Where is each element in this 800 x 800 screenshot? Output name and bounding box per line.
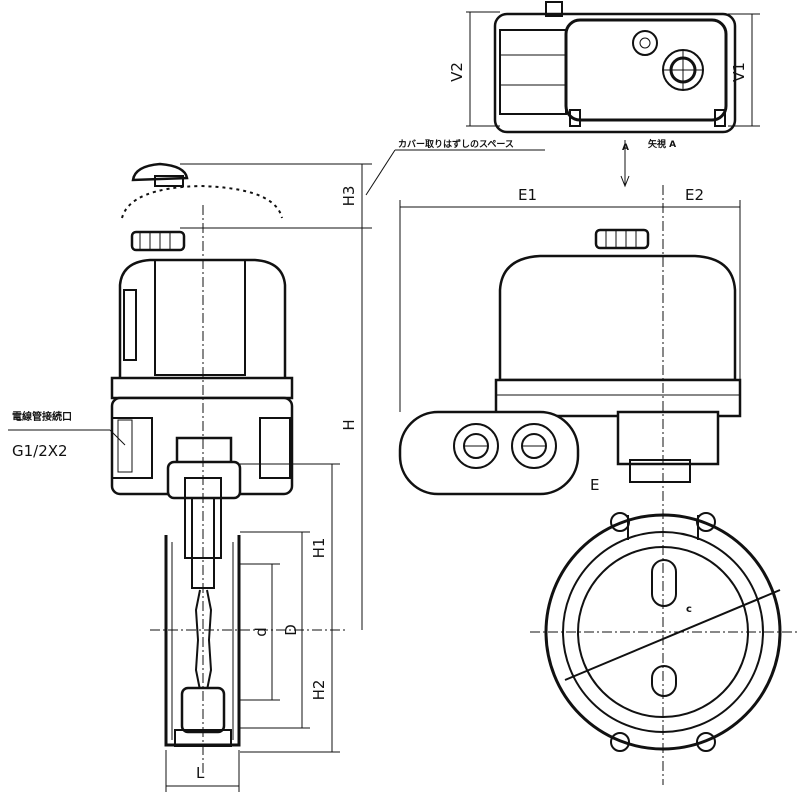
dim-e1-label: E1 (518, 186, 537, 204)
dim-c-label: c (686, 604, 692, 615)
front-manual-knob-icon (594, 228, 650, 250)
cable-gland-icon (511, 423, 557, 469)
dim-h-label: H (340, 419, 358, 430)
view-a-note: 矢視 A (648, 138, 676, 150)
dim-d-small-label: d (252, 627, 270, 637)
top-view: V2 V1 矢視 A A (448, 1, 760, 188)
side-dimensions: H3 H H1 H2 D d L (165, 163, 372, 792)
side-view (110, 162, 345, 775)
dim-v1-label: V1 (730, 62, 748, 82)
control-box (398, 410, 580, 496)
cover-removal-note: カバー取りはずしのスペース (398, 138, 514, 150)
dim-v2-label: V2 (448, 62, 466, 82)
dim-e-label: E (590, 476, 599, 494)
top-knob-icon (632, 30, 658, 56)
front-dimensions: E1 E2 E c (399, 186, 741, 615)
conduit-note-line2: G1/2X2 (12, 442, 68, 460)
front-view (398, 185, 800, 785)
dim-h2-label: H2 (310, 680, 328, 701)
svg-text:A: A (622, 143, 629, 153)
dim-h1-label: H1 (310, 538, 328, 559)
dim-d-large-label: D (282, 624, 300, 636)
dim-h3-label: H3 (340, 186, 358, 207)
cable-gland-icon (453, 423, 499, 469)
dim-l-label: L (196, 764, 205, 782)
dim-e2-label: E2 (685, 186, 704, 204)
conduit-note-line1: 電線管接続口 (12, 410, 72, 423)
side-manual-knob-icon (130, 230, 186, 252)
